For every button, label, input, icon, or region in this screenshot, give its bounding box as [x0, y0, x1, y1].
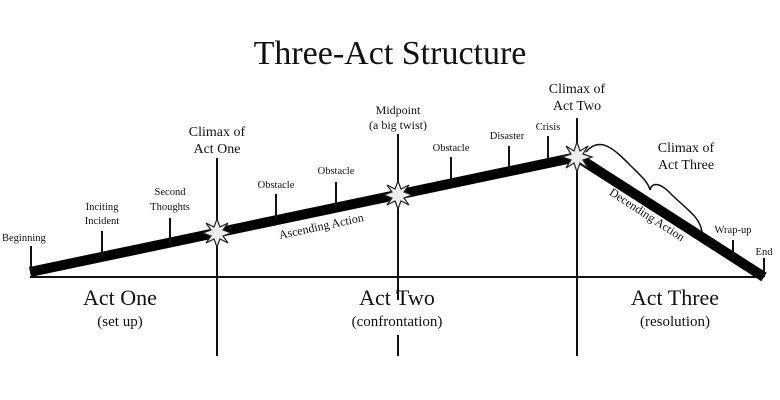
act-one-sub: (set up) — [97, 314, 142, 330]
label-wrap-up: Wrap-up — [715, 225, 752, 236]
label-climax-one-2: Act One — [193, 142, 240, 157]
label-beginning: Beginning — [2, 233, 46, 244]
burst-climax-two-icon — [560, 140, 594, 174]
label-inciting-1: Inciting — [86, 202, 119, 213]
label-obstacle-3: Obstacle — [433, 143, 470, 154]
label-obstacle-1: Obstacle — [258, 180, 295, 191]
label-climax-two-2: Act Two — [553, 99, 601, 114]
descending-line — [574, 152, 767, 282]
burst-midpoint-icon — [382, 179, 414, 211]
ascending-line — [28, 152, 579, 277]
label-midpoint-1: Midpoint — [376, 103, 421, 117]
label-climax-two-1: Climax of — [549, 82, 606, 97]
beat-ticks — [30, 136, 765, 277]
label-midpoint-2: (a big twist) — [369, 118, 427, 132]
act-three-sub: (resolution) — [640, 314, 710, 330]
act-two-sub: (confrontation) — [352, 314, 443, 330]
label-climax-one-1: Climax of — [189, 125, 246, 140]
label-inciting-2: Incident — [85, 216, 119, 227]
label-disaster: Disaster — [490, 131, 525, 142]
label-end: End — [756, 247, 774, 258]
act-two-name: Act Two — [359, 285, 435, 310]
label-second-thoughts-2: Thoughts — [150, 202, 190, 213]
label-obstacle-2: Obstacle — [318, 166, 355, 177]
label-crisis: Crisis — [536, 122, 561, 133]
act-three-name: Act Three — [631, 285, 719, 310]
label-climax-three-2: Act Three — [658, 158, 714, 173]
act-one-name: Act One — [83, 285, 157, 310]
label-second-thoughts-1: Second — [155, 187, 187, 198]
burst-climax-one-icon — [201, 217, 233, 249]
label-climax-three-1: Climax of — [658, 141, 715, 156]
climax-three-brace — [585, 143, 703, 233]
diagram-title: Three-Act Structure — [254, 35, 527, 72]
